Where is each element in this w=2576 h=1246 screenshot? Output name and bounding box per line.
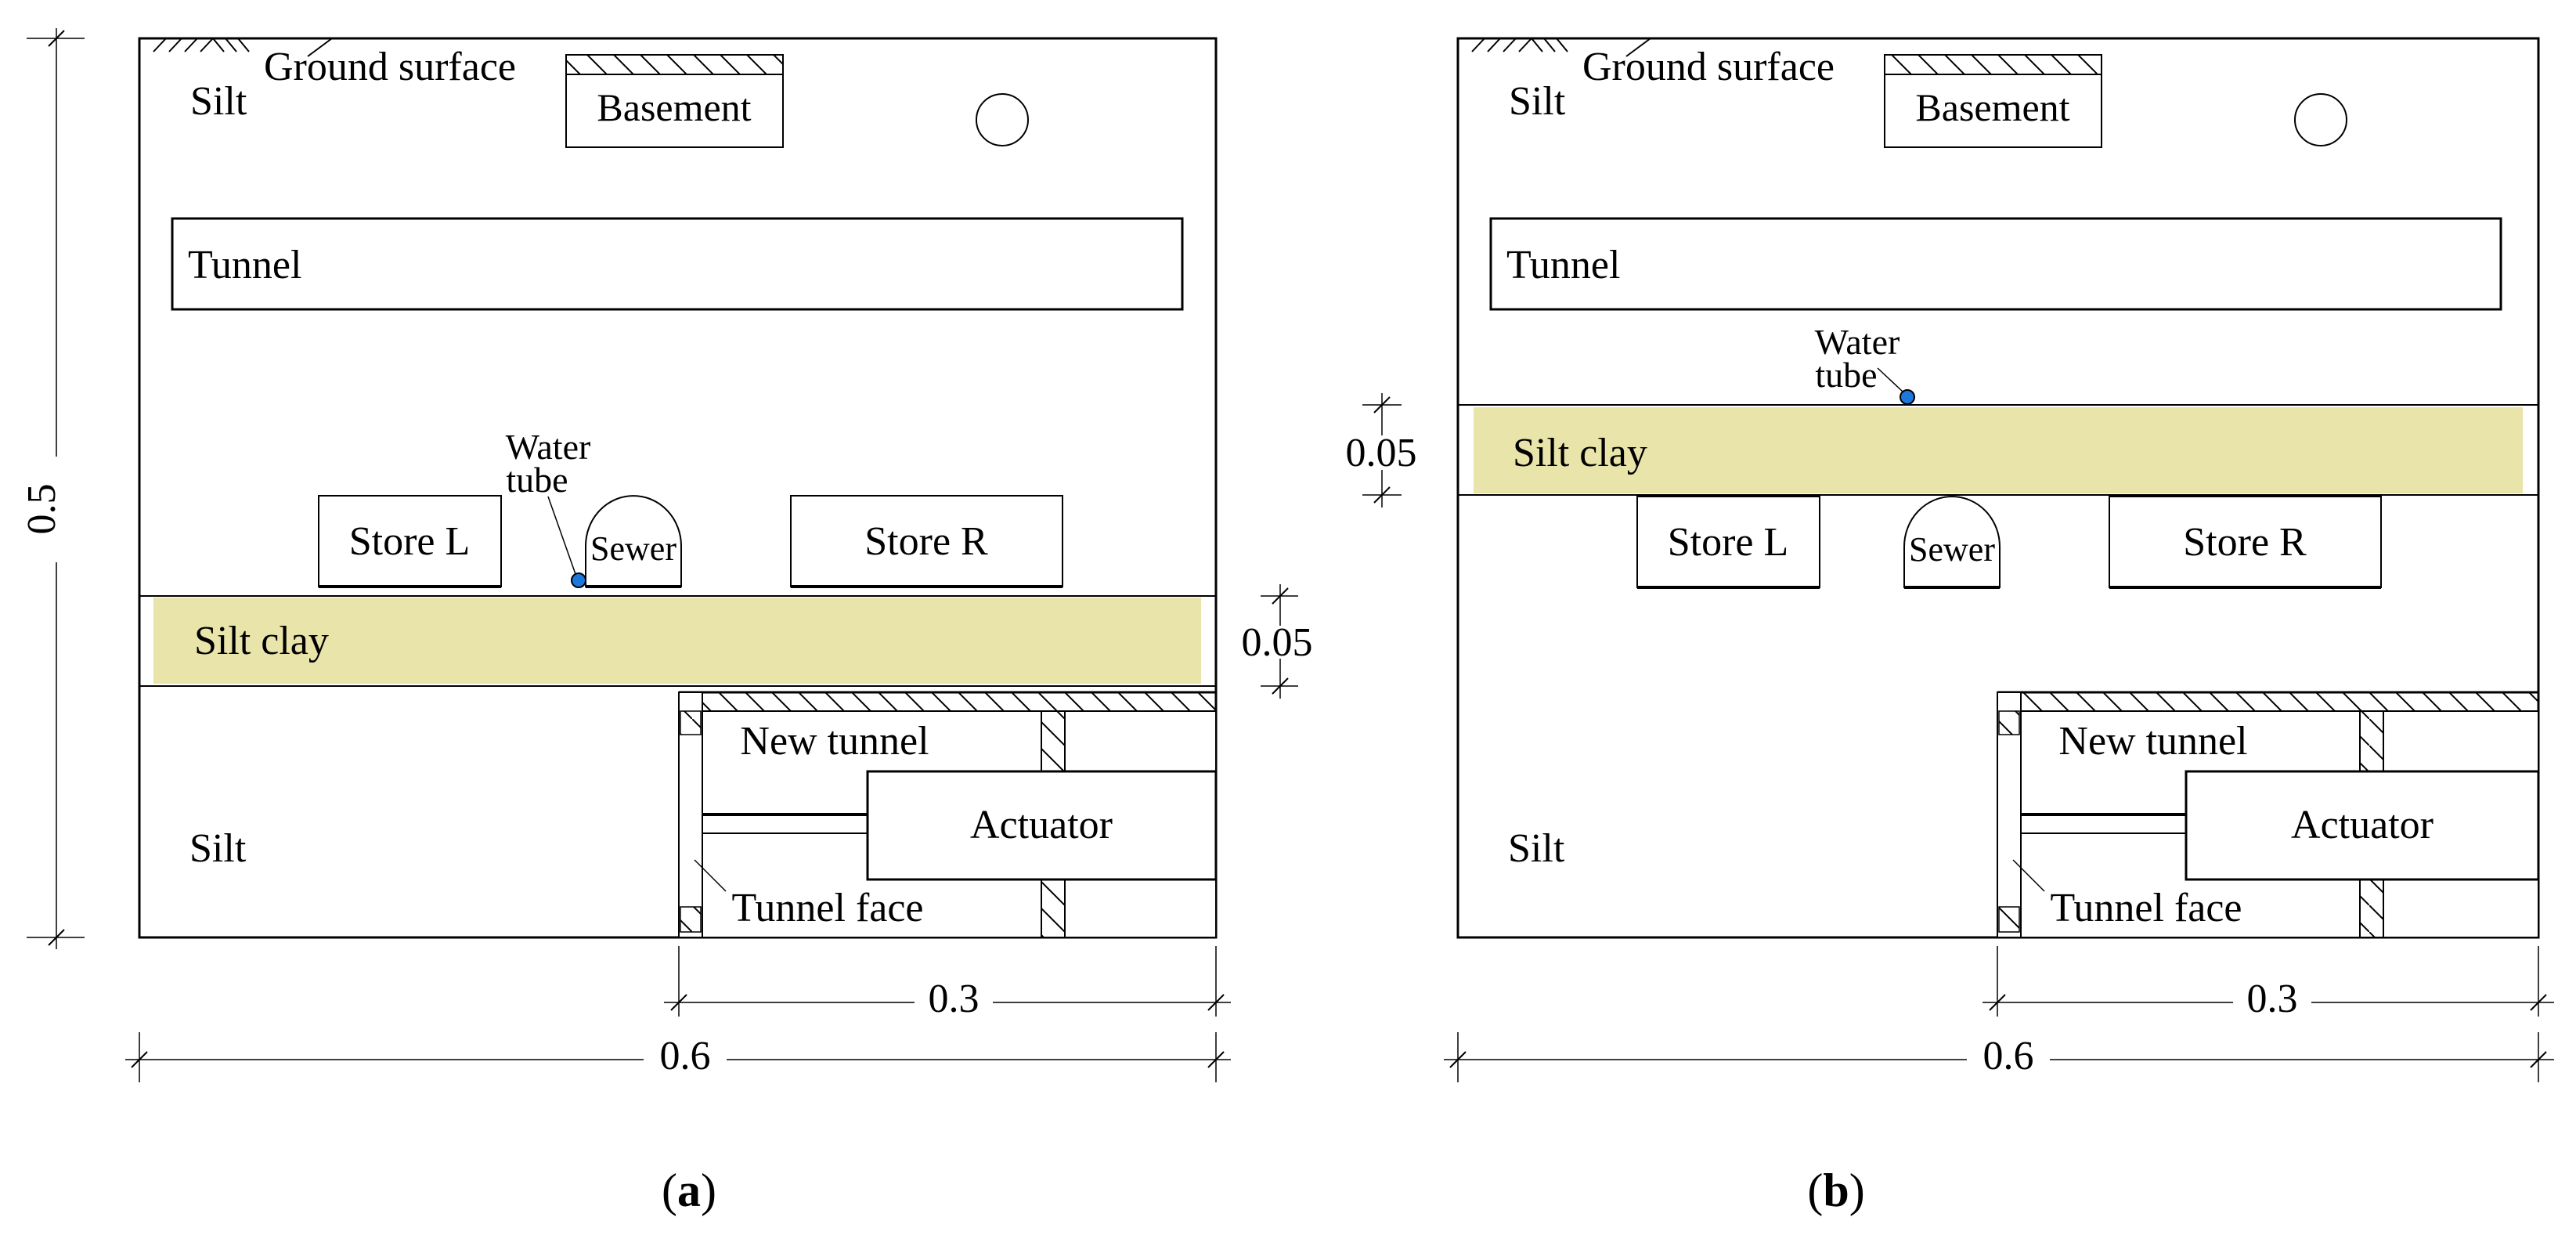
store-r-box-a bbox=[790, 495, 1063, 587]
tunnel-label-b: Tunnel bbox=[1506, 243, 1620, 287]
dim-model-width-b: 0.6 bbox=[1444, 1032, 2554, 1082]
basement-label-a: Basement bbox=[597, 85, 751, 129]
silt-clay-band-b bbox=[1474, 407, 2523, 493]
support-hatch-upper-b bbox=[2359, 710, 2384, 772]
water-tube-leader-a bbox=[547, 496, 576, 575]
panel-b: Ground surface Silt Basement Tunnel Wate… bbox=[1346, 37, 2554, 1216]
tunnel-face-leader-a bbox=[694, 859, 727, 892]
dim-model-width-a: 0.6 bbox=[125, 1032, 1231, 1082]
silt-lower-label-b: Silt bbox=[1508, 826, 1565, 871]
new-tunnel-label-b: New tunnel bbox=[2058, 719, 2247, 764]
caption-a: (a) bbox=[662, 1165, 716, 1216]
water-tube-label-line1-b: Water bbox=[1815, 322, 1900, 362]
silt-upper-label-a: Silt bbox=[190, 79, 247, 124]
tunnel-face-label-a: Tunnel face bbox=[731, 886, 923, 930]
silt-clay-label-a: Silt clay bbox=[194, 619, 329, 663]
dim-silt-clay-value-a: 0.05 bbox=[1242, 620, 1313, 665]
store-r-box-b bbox=[2109, 496, 2382, 588]
support-hatch-lower-a bbox=[1041, 879, 1066, 938]
store-l-label-b: Store L bbox=[1668, 520, 1789, 565]
support-hatch-upper-a bbox=[1041, 710, 1066, 772]
support-hatch-lower-b bbox=[2359, 879, 2384, 938]
dim-new-tunnel-length-value-a: 0.3 bbox=[929, 977, 980, 1021]
store-l-box-a bbox=[318, 495, 502, 587]
ground-surface-leader-a bbox=[307, 38, 333, 57]
tunnel-face-leader-b bbox=[2012, 859, 2045, 892]
shaft-circle-b bbox=[2294, 93, 2347, 146]
dim-new-tunnel-length-a: 0.3 bbox=[664, 946, 1231, 1021]
caption-b: (b) bbox=[1807, 1165, 1864, 1216]
ground-surface-hatch-b bbox=[1471, 38, 1568, 52]
basement-box-a bbox=[565, 74, 784, 148]
store-l-box-b bbox=[1636, 496, 1820, 588]
basement-label-b: Basement bbox=[1915, 85, 2069, 129]
water-tube-dot-a bbox=[571, 572, 586, 588]
actuator-label-b: Actuator bbox=[2291, 803, 2433, 847]
dim-silt-clay-value-b: 0.05 bbox=[1346, 431, 1417, 475]
sewer-arch-a bbox=[585, 495, 682, 587]
ground-surface-hatch-a bbox=[153, 38, 250, 52]
dim-model-height-value-a: 0.5 bbox=[20, 484, 64, 535]
actuator-box-b bbox=[2185, 770, 2540, 881]
water-tube-label-line2-a: tube bbox=[506, 460, 568, 500]
store-r-label-a: Store R bbox=[864, 519, 988, 564]
wall-hatch-bottom-a bbox=[680, 906, 702, 933]
dim-silt-clay-b: 0.05 bbox=[1346, 393, 1417, 507]
sewer-label-b: Sewer bbox=[1909, 530, 1995, 569]
silt-lower-label-a: Silt bbox=[189, 826, 247, 871]
new-tunnel-roof-hatch-a bbox=[678, 692, 1217, 712]
ground-surface-leader-b bbox=[1625, 38, 1651, 57]
store-l-label-a: Store L bbox=[349, 519, 471, 564]
wall-hatch-top-a bbox=[680, 710, 702, 735]
dim-model-width-value-b: 0.6 bbox=[1983, 1034, 2034, 1078]
water-tube-label-line2-b: tube bbox=[1815, 355, 1877, 395]
store-r-label-b: Store R bbox=[2183, 520, 2307, 565]
dim-model-width-value-a: 0.6 bbox=[660, 1034, 711, 1078]
basement-roof-hatch-a bbox=[565, 54, 784, 75]
ground-surface-label-b: Ground surface bbox=[1582, 45, 1835, 89]
silt-clay-band-a bbox=[153, 598, 1201, 684]
new-tunnel-label-a: New tunnel bbox=[740, 719, 929, 764]
new-tunnel-roof-hatch-b bbox=[1997, 692, 2539, 712]
water-tube-dot-b bbox=[1900, 389, 1915, 405]
panel-a: Ground surface Silt Basement Tunnel Wate… bbox=[20, 28, 1313, 1216]
water-tube-leader-b bbox=[1877, 367, 1903, 392]
sewer-label-a: Sewer bbox=[590, 529, 676, 568]
dim-new-tunnel-length-b: 0.3 bbox=[1983, 946, 2554, 1021]
sewer-arch-b bbox=[1903, 496, 2001, 588]
tunnel-face-label-b: Tunnel face bbox=[2050, 886, 2242, 930]
tunnel-label-a: Tunnel bbox=[188, 243, 301, 287]
basement-box-b bbox=[1884, 74, 2102, 148]
dim-model-height-a: 0.5 bbox=[20, 28, 85, 949]
silt-clay-label-b: Silt clay bbox=[1513, 431, 1647, 475]
actuator-box-a bbox=[866, 770, 1218, 881]
tunnel-box-a bbox=[171, 217, 1184, 311]
silt-upper-label-b: Silt bbox=[1509, 79, 1566, 124]
wall-hatch-bottom-b bbox=[1998, 906, 2020, 933]
dim-new-tunnel-length-value-b: 0.3 bbox=[2247, 977, 2298, 1021]
basement-roof-hatch-b bbox=[1884, 54, 2102, 75]
dim-silt-clay-a: 0.05 bbox=[1242, 584, 1313, 699]
tunnel-box-b bbox=[1489, 217, 2502, 311]
actuator-label-a: Actuator bbox=[970, 803, 1113, 847]
water-tube-label-line1-a: Water bbox=[506, 427, 591, 467]
ground-surface-label-a: Ground surface bbox=[264, 45, 516, 89]
shaft-circle-a bbox=[976, 93, 1029, 146]
wall-hatch-top-b bbox=[1998, 710, 2020, 735]
